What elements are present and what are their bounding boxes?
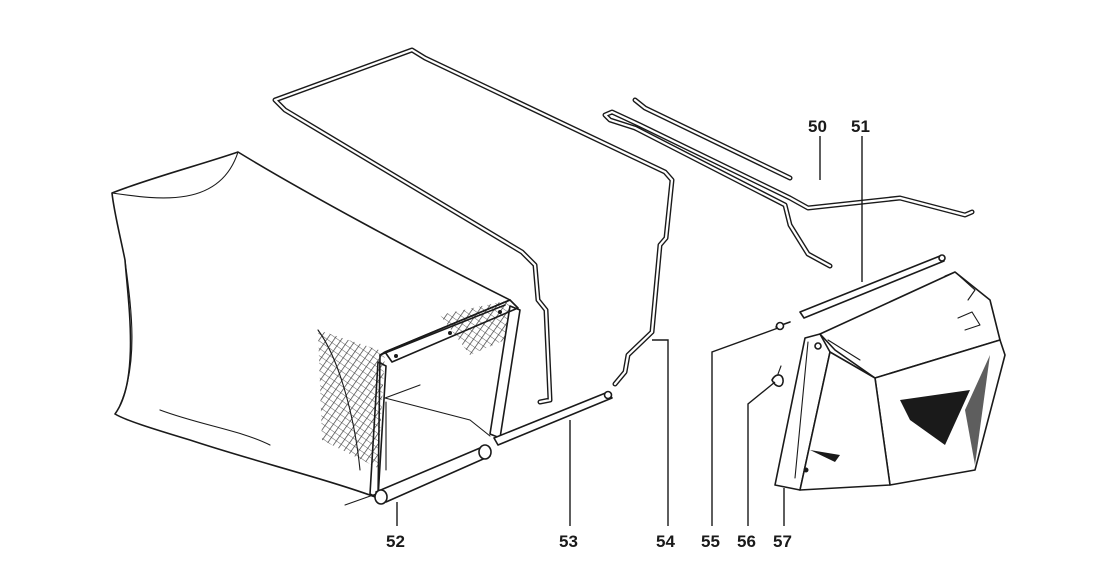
bottom-tube-52 <box>344 444 492 506</box>
leader-lines <box>396 136 863 526</box>
fastener-55 <box>775 321 791 331</box>
callout-52: 52 <box>386 532 405 551</box>
callout-50: 50 <box>808 117 827 136</box>
rod-53 <box>493 390 613 446</box>
callout-57: 57 <box>773 532 792 551</box>
callout-51: 51 <box>851 117 870 136</box>
pin-rod-51 <box>799 254 946 319</box>
fastener-56 <box>771 365 784 388</box>
handle-wire-50 <box>602 97 975 269</box>
callout-54: 54 <box>656 532 675 551</box>
grass-bag <box>111 151 511 499</box>
callout-56: 56 <box>737 532 756 551</box>
callout-53: 53 <box>559 532 578 551</box>
chute-57 <box>774 271 1006 491</box>
callout-55: 55 <box>701 532 720 551</box>
bag-frame <box>369 299 521 499</box>
wire-frame-54 <box>272 47 675 405</box>
